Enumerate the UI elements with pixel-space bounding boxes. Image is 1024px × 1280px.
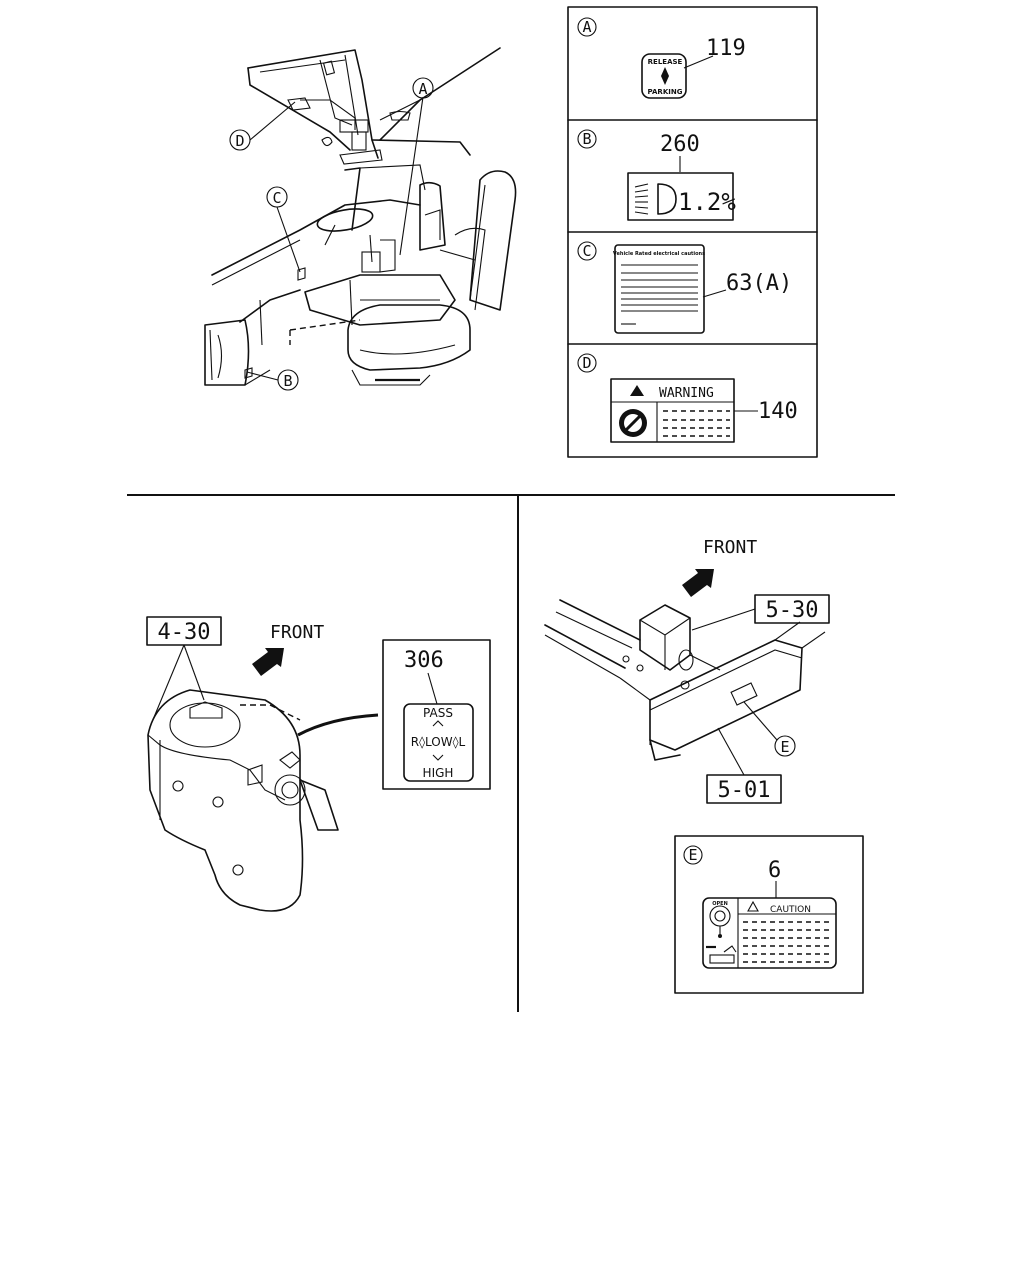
cab-callouts: A B C D (229, 77, 434, 391)
svg-text:E: E (780, 738, 789, 756)
front-label-left: FRONT (270, 622, 324, 643)
callout-b (277, 369, 299, 391)
callout-e (774, 735, 796, 757)
panel-a-letter: A (582, 18, 591, 36)
left-view: 4-30 FRONT 306 PASS R◊LOW◊L HIGH (146, 616, 491, 912)
warning-text: WARNING (659, 386, 714, 401)
front-arrow-right (682, 569, 714, 597)
caution-label-heading: Vehicle Rated electrical cautions (613, 251, 705, 257)
electrical-caution-label (614, 244, 705, 334)
inset-box-306 (382, 639, 491, 790)
cab-interior-illustration (204, 47, 517, 386)
headlamp-level-label (627, 172, 734, 221)
legend-table (567, 6, 818, 458)
level-percent-text: 1.2% (678, 188, 736, 216)
detail-e-letter: E (688, 846, 697, 864)
caution-text: CAUTION (770, 905, 811, 915)
dimmer-switch-label (403, 703, 474, 782)
parking-text: PARKING (648, 88, 683, 96)
panel-b-letter: B (582, 130, 591, 148)
svg-text:5-30: 5-30 (766, 598, 819, 623)
caution-triangle-icon (747, 900, 759, 912)
pass-text: PASS (423, 706, 453, 720)
callout-a (412, 77, 434, 99)
svg-text:5-01: 5-01 (718, 778, 771, 803)
knob-icon (709, 905, 731, 938)
panel-a-part-number: 119 (706, 36, 746, 61)
legend-panel-a: A 119 RELEASE PARKING (577, 17, 746, 99)
low-text: R◊LOW◊L (411, 735, 466, 749)
warning-triangle-icon (630, 385, 644, 396)
no-touch-icon (619, 409, 647, 437)
legend-panel-d: D 140 WARNING (577, 353, 798, 443)
open-text: OPEN (712, 901, 728, 907)
front-label-right: FRONT (703, 537, 757, 558)
panel-c-letter: C (582, 242, 591, 260)
callout-c (266, 186, 288, 208)
lever-icon (706, 945, 737, 964)
detail-e-box (674, 835, 864, 994)
panel-d-part-number: 140 (758, 399, 798, 424)
warning-label (610, 378, 735, 443)
headlamp-icon (634, 183, 677, 215)
panel-c-part-number: 63(A) (726, 271, 792, 296)
panel-d-letter: D (582, 354, 591, 372)
tilt-caution-label (702, 897, 837, 969)
svg-text:C: C (272, 189, 281, 207)
detail-e-part-number: 6 (768, 858, 781, 883)
legend-panel-b: B 260 1.2% (577, 129, 736, 221)
svg-text:B: B (283, 372, 292, 390)
legend-panel-c: C 63(A) Vehicle Rated electrical caution… (577, 241, 792, 334)
svg-text:D: D (235, 132, 244, 150)
callout-d (229, 129, 251, 151)
inset-part-number: 306 (404, 648, 444, 673)
svg-text:A: A (418, 80, 427, 98)
svg-text:4-30: 4-30 (158, 620, 211, 645)
release-text: RELEASE (648, 58, 683, 66)
panel-b-part-number: 260 (660, 132, 700, 157)
frame-label-e (730, 682, 758, 706)
release-parking-label (641, 53, 687, 99)
right-view: FRONT 5-30 E 5-01 (544, 537, 864, 994)
front-arrow-left (252, 648, 284, 676)
high-text: HIGH (423, 766, 454, 780)
